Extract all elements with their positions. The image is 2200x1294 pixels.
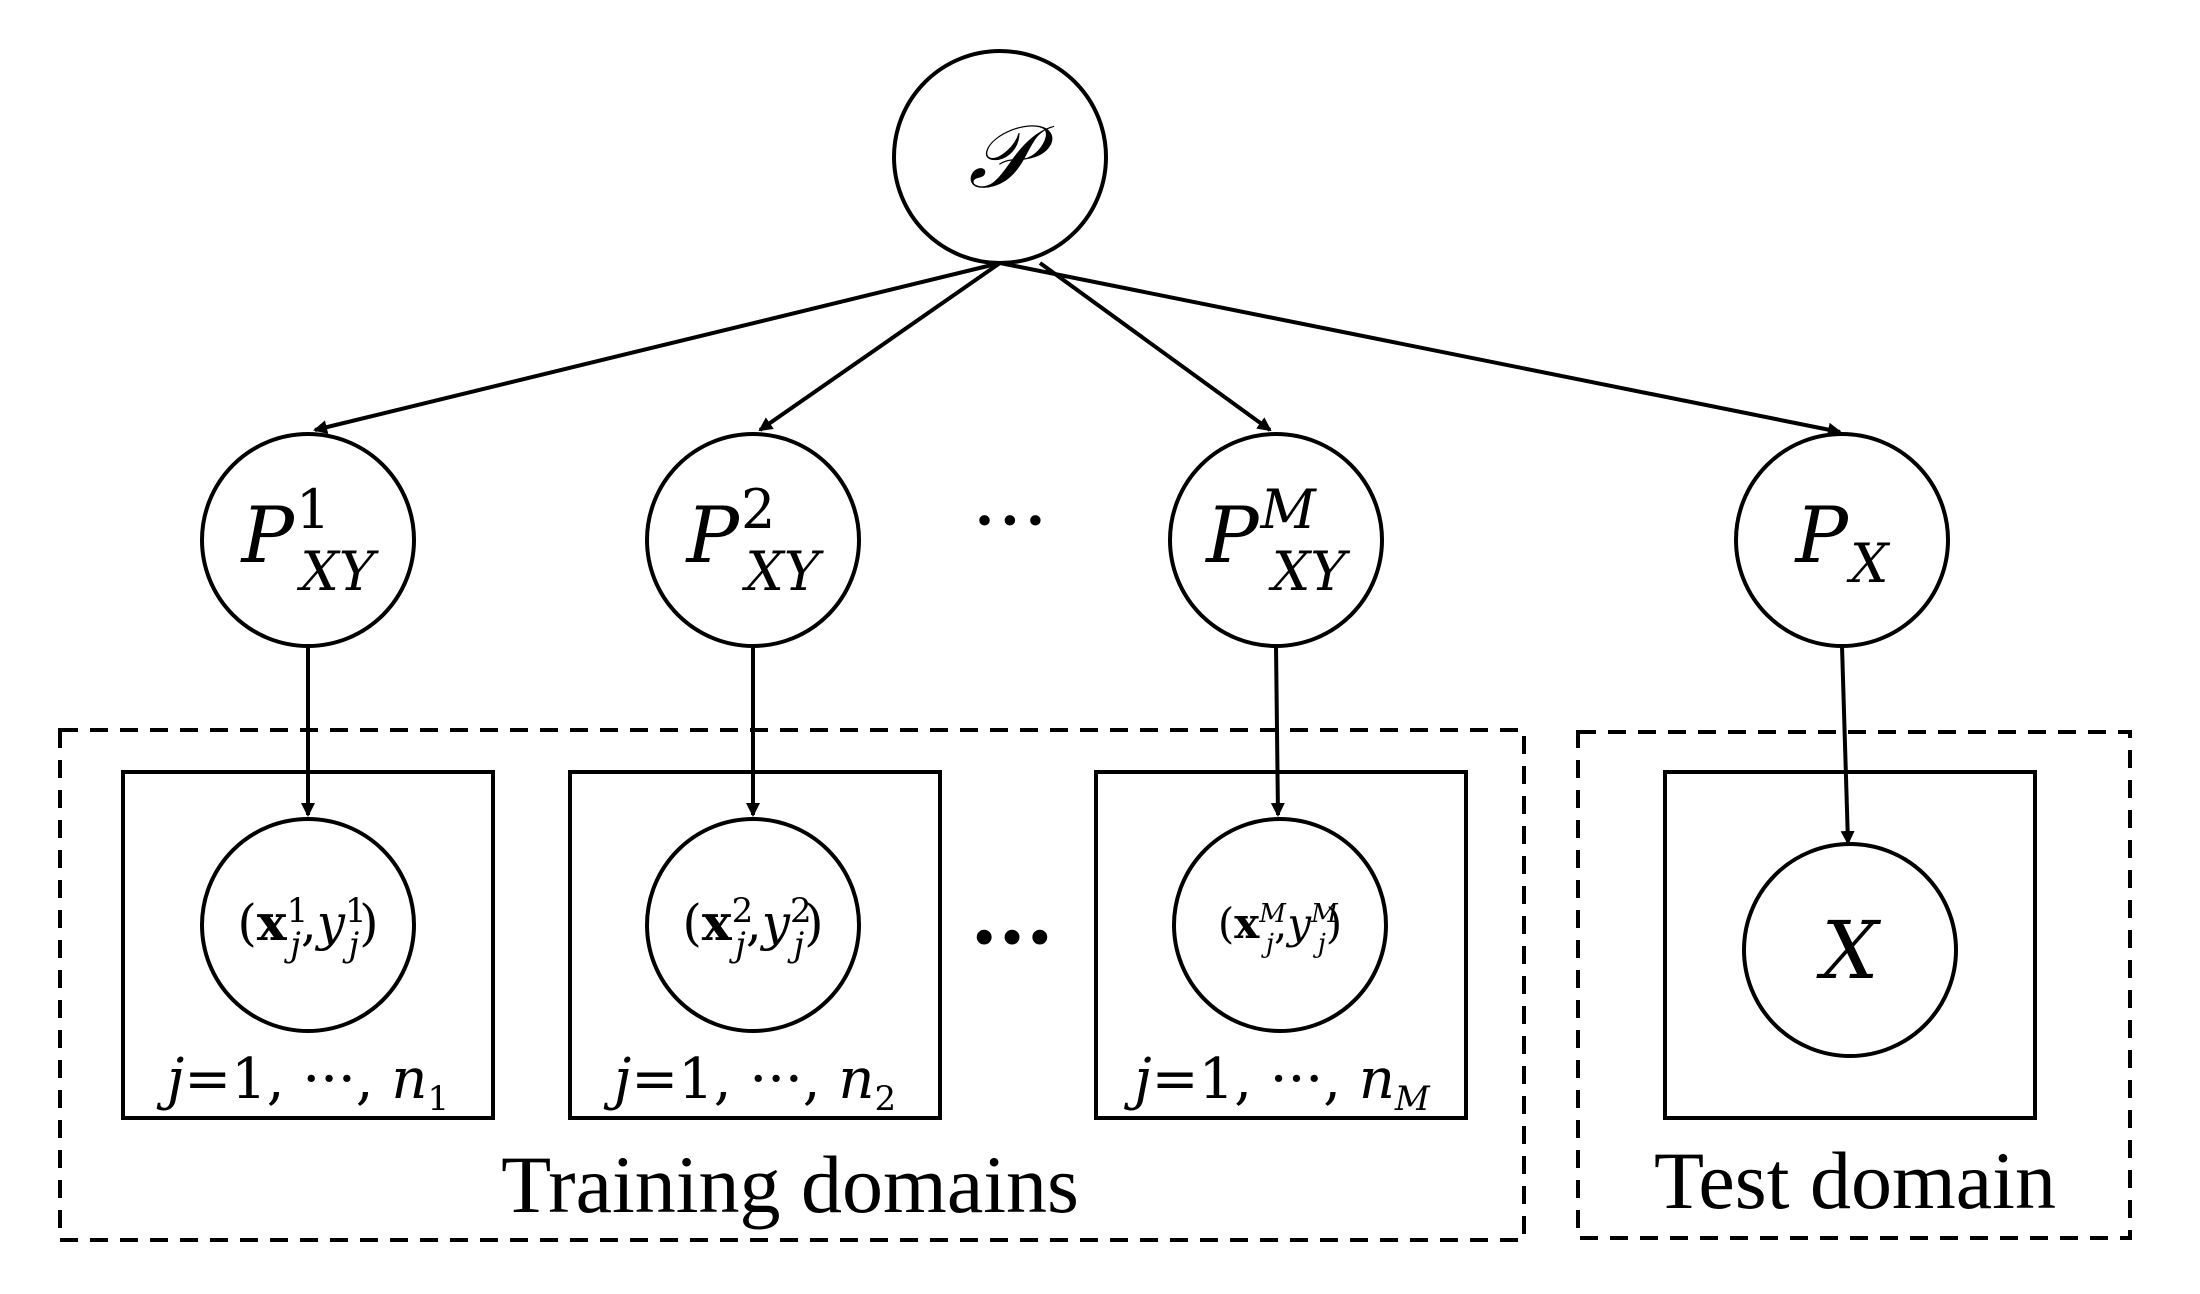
plateM-index-label: j=1, ···, nM xyxy=(1123,1047,1431,1119)
test-sample-label: X xyxy=(1816,904,1882,997)
plate-test xyxy=(1663,770,2037,1120)
train1-node xyxy=(200,432,416,648)
plate2-index-label: j=1, ···, n2 xyxy=(603,1047,896,1119)
test-dist-node-label: PX xyxy=(1794,491,1891,595)
sample-ellipsis: ··· xyxy=(970,890,1054,984)
edge-root-to-train2 xyxy=(758,261,1002,432)
root-node xyxy=(892,49,1108,265)
trainM-node xyxy=(1168,432,1384,648)
edge-test-to-sampleX xyxy=(1840,645,1855,845)
plate-train2 xyxy=(568,770,942,1120)
test-sample-node xyxy=(1742,842,1958,1058)
training-domains-label: Training domains xyxy=(501,1139,1079,1230)
test-dist-node xyxy=(1734,432,1950,648)
plate1-index-label: j=1, ···, n1 xyxy=(156,1047,449,1119)
node-ellipsis: ··· xyxy=(972,474,1048,567)
sampleM-node xyxy=(1172,817,1388,1033)
edge-trainM-to-sampleM xyxy=(1270,645,1285,817)
sample1-node xyxy=(200,817,416,1033)
train2-node xyxy=(645,432,861,648)
edge-root-to-test xyxy=(999,261,1842,437)
plate-trainM xyxy=(1094,770,1468,1120)
sample2-node xyxy=(645,817,861,1033)
training-domains-group xyxy=(58,728,1526,1242)
edge-root-to-trainM xyxy=(1038,261,1272,432)
test-domain-group xyxy=(1576,730,2132,1240)
plate-train1 xyxy=(121,770,495,1120)
edge-root-to-train1 xyxy=(313,261,1001,434)
test-domain-label: Test domain xyxy=(1654,1135,2056,1226)
